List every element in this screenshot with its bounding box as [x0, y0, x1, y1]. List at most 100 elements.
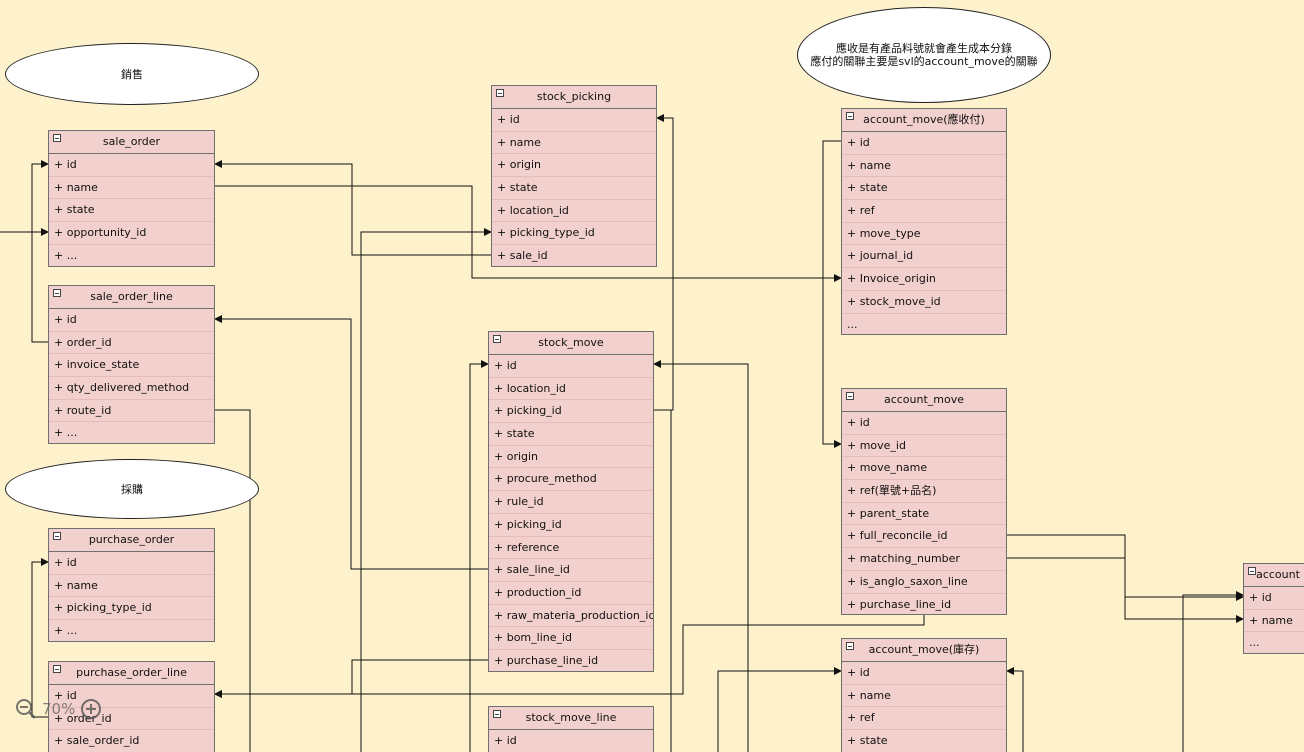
- table-account-partial[interactable]: account+ id+ name...: [1243, 563, 1304, 654]
- table-account-move[interactable]: account_move+ id+ move_id+ move_name+ re…: [841, 388, 1007, 615]
- table-account-move-stock[interactable]: account_move(庫存)+ id+ name+ ref + state: [841, 638, 1007, 752]
- field-row[interactable]: + matching_number: [842, 548, 1006, 571]
- zoom-out-icon[interactable]: [14, 697, 38, 721]
- field-row[interactable]: + state: [49, 199, 214, 223]
- field-row[interactable]: + route_id: [49, 400, 214, 423]
- field-row[interactable]: + origin: [492, 154, 656, 178]
- field-row[interactable]: + full_reconcile_id: [842, 525, 1006, 549]
- collapse-icon[interactable]: [53, 289, 61, 297]
- table-account-move-ar[interactable]: account_move(應收付)+ id+ name+ state+ ref+…: [841, 108, 1007, 335]
- table-header[interactable]: sale_order_line: [49, 286, 214, 309]
- table-header[interactable]: stock_picking: [492, 86, 656, 109]
- table-header[interactable]: purchase_order_line: [49, 662, 214, 685]
- field-row[interactable]: + id: [49, 685, 214, 708]
- table-header[interactable]: account_move(應收付): [842, 109, 1006, 132]
- field-row[interactable]: + is_anglo_saxon_line: [842, 571, 1006, 594]
- field-row[interactable]: + id: [842, 132, 1006, 155]
- collapse-icon[interactable]: [493, 335, 501, 343]
- collapse-icon[interactable]: [846, 392, 854, 400]
- field-row[interactable]: + id: [842, 412, 1006, 435]
- field-row[interactable]: + name: [1244, 610, 1304, 633]
- field-row[interactable]: + ...: [54, 426, 78, 440]
- field-row[interactable]: + order_id: [49, 332, 214, 355]
- field-row[interactable]: + state: [489, 423, 653, 446]
- table-sale-order-line[interactable]: sale_order_line+ id+ order_id+ invoice_s…: [48, 285, 215, 444]
- field-row[interactable]: + picking_type_id: [492, 222, 656, 246]
- field-row[interactable]: + name: [842, 685, 1006, 708]
- field-row[interactable]: + id: [489, 355, 653, 378]
- field-row[interactable]: + state: [847, 734, 888, 748]
- field-row[interactable]: + ref(單號+品名): [842, 480, 1006, 503]
- field-row[interactable]: + name: [492, 132, 656, 155]
- table-header[interactable]: purchase_order: [49, 529, 214, 552]
- field-row[interactable]: + journal_id: [842, 245, 1006, 269]
- table-header[interactable]: account: [1244, 564, 1304, 587]
- field-row[interactable]: + sale_id: [497, 249, 548, 263]
- field-row[interactable]: + id: [1244, 587, 1304, 610]
- field-row[interactable]: + ref: [842, 707, 1006, 731]
- field-row[interactable]: + name: [842, 155, 1006, 178]
- field-row[interactable]: + picking_id: [489, 514, 653, 537]
- field-row[interactable]: + state: [492, 177, 656, 200]
- table-header[interactable]: stock_move: [489, 332, 653, 355]
- table-stock-move[interactable]: stock_move+ id+ location_id+ picking_id+…: [488, 331, 654, 672]
- field-row[interactable]: + id: [49, 552, 214, 575]
- field-row[interactable]: + stock_move_id: [842, 291, 1006, 314]
- field-row[interactable]: + picking_type_id: [49, 597, 214, 621]
- collapse-icon[interactable]: [53, 134, 61, 142]
- field-row[interactable]: + location_id: [489, 378, 653, 401]
- table-stock-picking[interactable]: stock_picking+ id+ name+ origin+ state+ …: [491, 85, 657, 267]
- field-row[interactable]: + id: [49, 309, 214, 332]
- field-row[interactable]: + ref: [842, 200, 1006, 223]
- field-row[interactable]: + parent_state: [842, 503, 1006, 526]
- table-sale-order[interactable]: sale_order+ id+ name+ state+ opportunity…: [48, 130, 215, 267]
- field-row[interactable]: + id: [492, 109, 656, 132]
- field-row[interactable]: + id: [494, 734, 517, 747]
- table-header[interactable]: stock_move_line: [489, 707, 653, 730]
- field-row[interactable]: + ...: [54, 248, 78, 262]
- field-row[interactable]: ...: [847, 317, 858, 331]
- table-header[interactable]: account_move(庫存): [842, 639, 1006, 662]
- field-row[interactable]: + reference: [489, 537, 653, 560]
- field-row[interactable]: + location_id: [492, 200, 656, 223]
- zoom-in-icon[interactable]: [79, 697, 103, 721]
- field-row[interactable]: + id: [842, 662, 1006, 685]
- field-row[interactable]: ...: [1249, 636, 1260, 650]
- field-row[interactable]: + rule_id: [489, 491, 653, 514]
- field-row[interactable]: + raw_materia_production_id: [489, 605, 653, 628]
- field-row[interactable]: + qty_delivered_method: [49, 377, 214, 400]
- table-header[interactable]: sale_order: [49, 131, 214, 154]
- field-row[interactable]: + procure_method: [489, 468, 653, 492]
- field-row[interactable]: + ...: [54, 624, 78, 638]
- field-row[interactable]: + name: [49, 177, 214, 200]
- collapse-icon[interactable]: [846, 642, 854, 650]
- field-row[interactable]: + move_type: [842, 223, 1006, 246]
- field-row[interactable]: + origin: [489, 446, 653, 469]
- field-row[interactable]: + bom_line_id: [489, 627, 653, 650]
- field-row[interactable]: + sale_line_id: [489, 559, 653, 582]
- field-row[interactable]: + opportunity_id: [49, 222, 214, 245]
- collapse-icon[interactable]: [53, 665, 61, 673]
- field-row[interactable]: + picking_id: [489, 400, 653, 424]
- field-row[interactable]: + Invoice_origin: [842, 268, 1006, 291]
- collapse-icon[interactable]: [846, 112, 854, 120]
- collapse-icon[interactable]: [53, 532, 61, 540]
- table-header[interactable]: account_move: [842, 389, 1006, 412]
- field-row[interactable]: + purchase_line_id: [494, 653, 599, 667]
- table-purchase-order-line[interactable]: purchase_order_line+ id+ order_id+ sale_…: [48, 661, 215, 752]
- field-row[interactable]: + invoice_state: [49, 354, 214, 378]
- field-row[interactable]: + sale_order_id: [54, 734, 140, 748]
- table-purchase-order[interactable]: purchase_order+ id+ name+ picking_type_i…: [48, 528, 215, 642]
- field-row[interactable]: + state: [842, 177, 1006, 201]
- field-row[interactable]: + move_name: [842, 457, 1006, 481]
- table-stock-move-line[interactable]: stock_move_line + id: [488, 706, 654, 752]
- field-row[interactable]: + purchase_line_id: [847, 597, 952, 611]
- field-row[interactable]: + production_id: [489, 582, 653, 605]
- field-row[interactable]: + move_id: [842, 435, 1006, 458]
- field-row[interactable]: + name: [49, 575, 214, 598]
- collapse-icon[interactable]: [1248, 567, 1256, 575]
- collapse-icon[interactable]: [496, 89, 504, 97]
- collapse-icon[interactable]: [493, 710, 501, 718]
- field-row[interactable]: + id: [49, 154, 214, 177]
